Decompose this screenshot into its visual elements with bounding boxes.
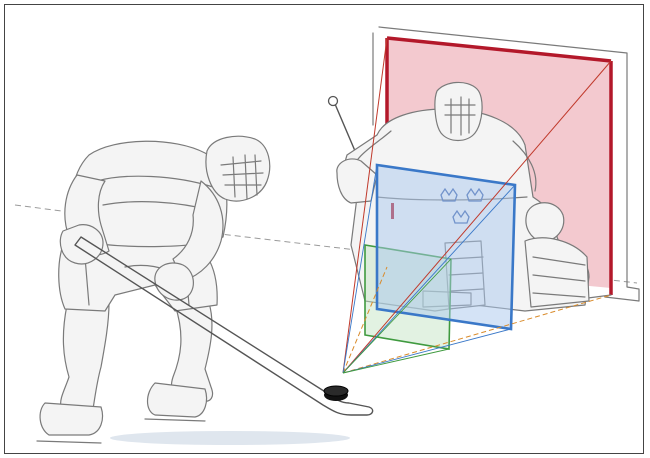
shooting-angle-diagram bbox=[5, 5, 644, 454]
near-target-zone bbox=[377, 165, 515, 329]
diagram-frame bbox=[4, 4, 644, 454]
ice-shadow bbox=[110, 431, 350, 445]
goalie-stick-knob bbox=[329, 97, 338, 106]
hockey-skater-figure bbox=[37, 136, 373, 443]
hockey-puck bbox=[324, 386, 348, 401]
